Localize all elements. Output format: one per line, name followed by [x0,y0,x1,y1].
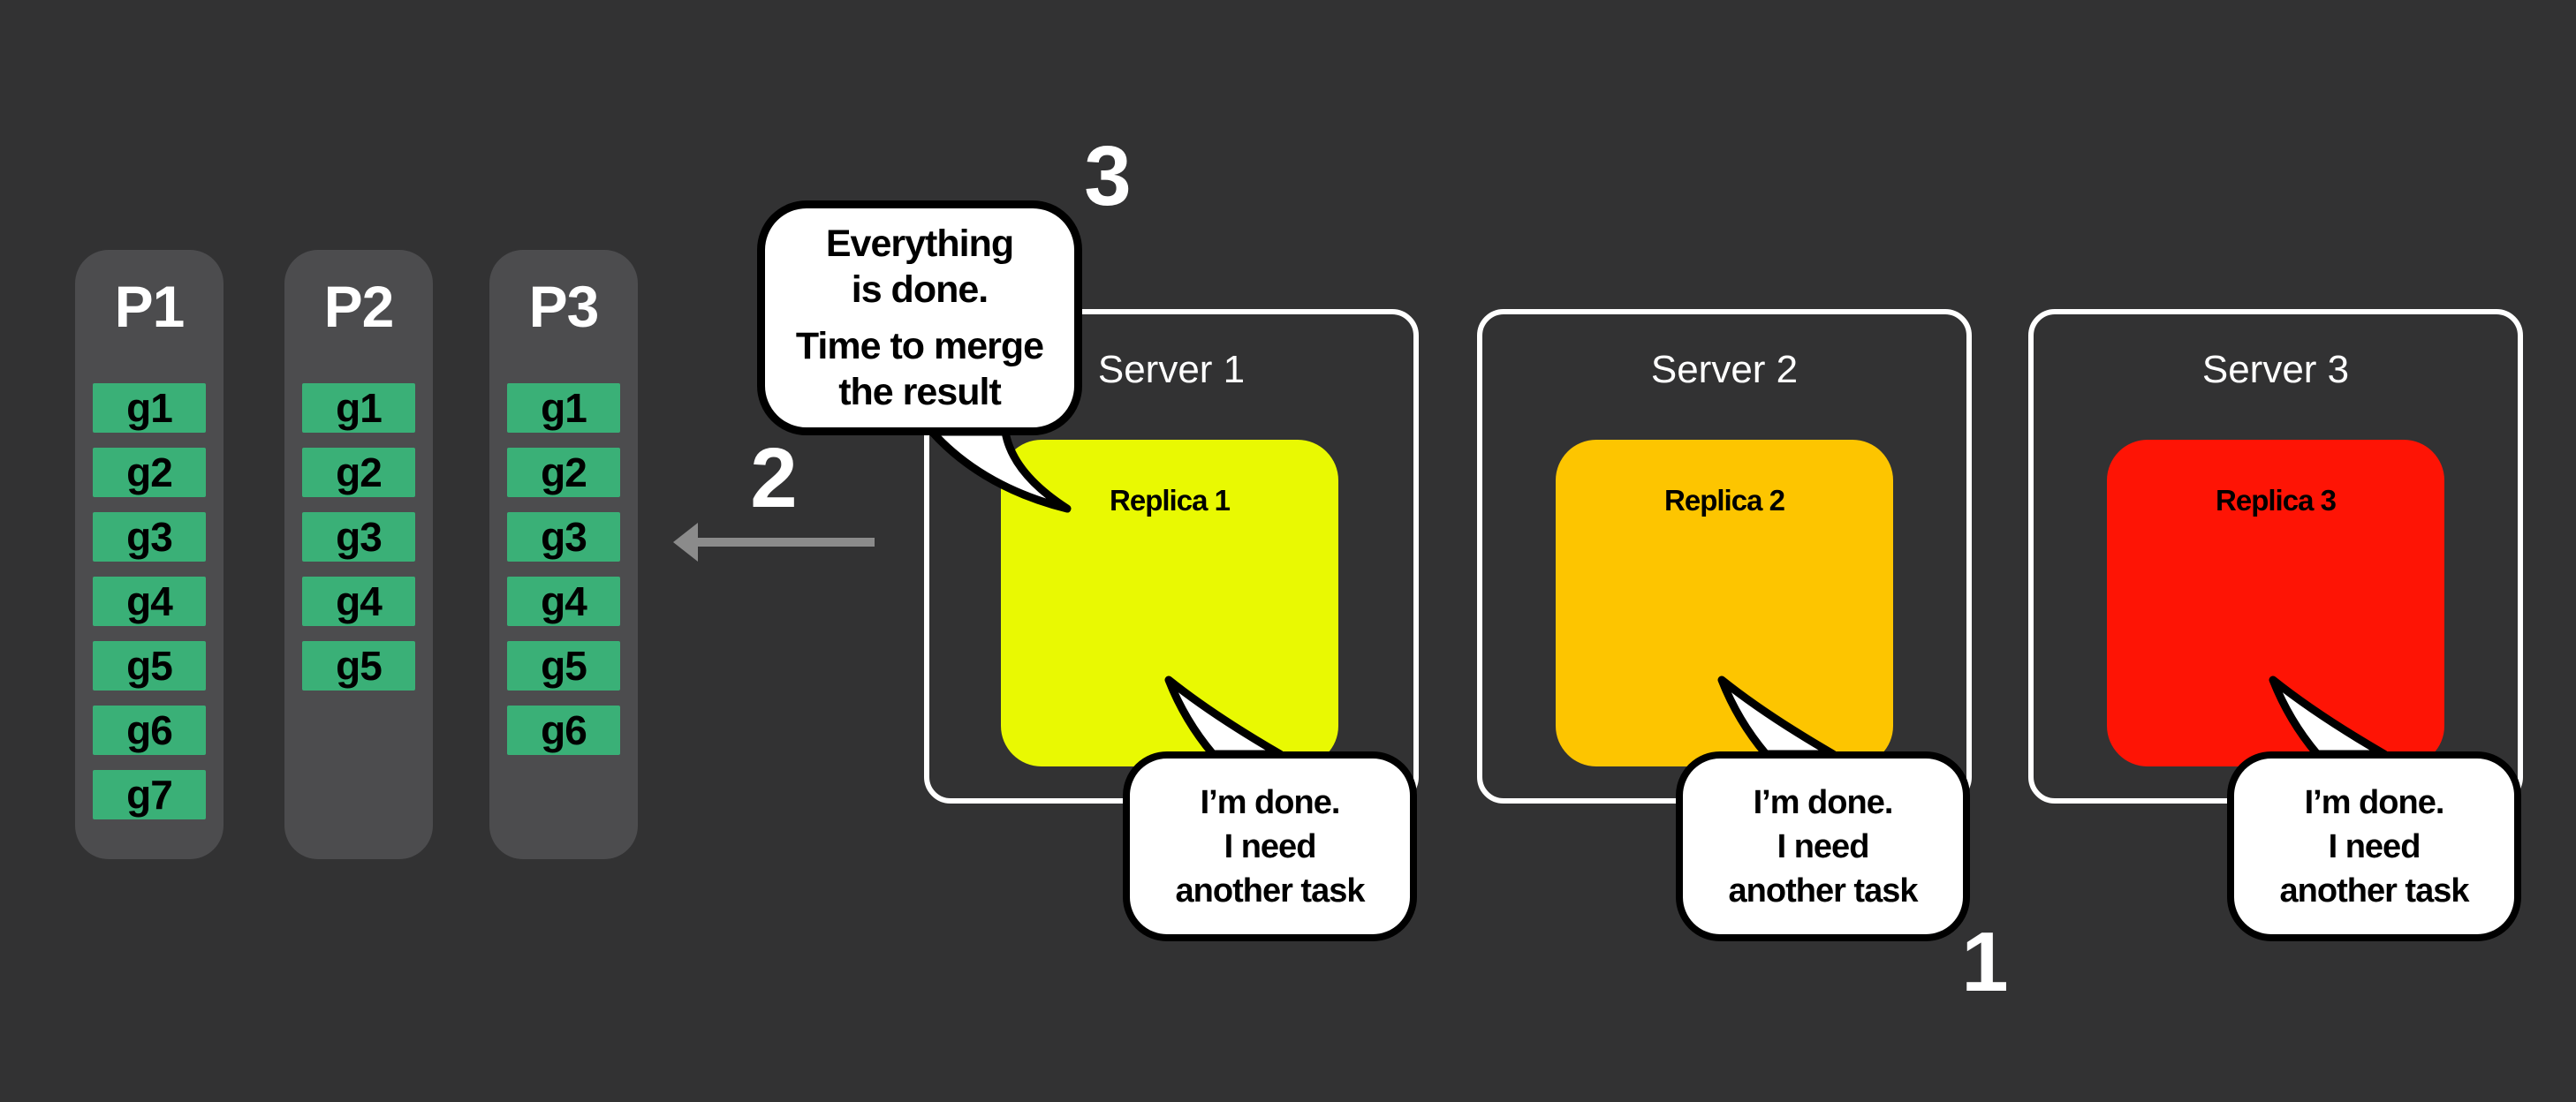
replica-1-box: Replica 1 [1001,440,1338,766]
partition-p1-title: P1 [114,274,186,339]
group-chip: g4 [93,577,206,626]
server-3-done-bubble: I’m done. I need another task [2227,751,2521,941]
partition-p2-title: P2 [323,274,395,339]
server-2-bubble-tail [1717,676,1837,759]
server-2-title: Server 2 [1650,348,1799,391]
bubble-line: I need [1777,827,1870,865]
server-1-title: Server 1 [1097,348,1246,391]
server-3-bubble-tail [2269,676,2389,759]
bubble-line: I need [1224,827,1317,865]
bubble-line: another task [2279,872,2470,910]
partition-p1-groups: g1 g2 g3 g4 g5 g6 g7 [93,383,206,819]
group-chip: g7 [93,770,206,819]
server-3-title: Server 3 [2201,348,2350,391]
bubble-line: the result [838,371,1002,413]
replica-1-title: Replica 1 [1110,484,1231,517]
partition-p2-groups: g1 g2 g3 g4 g5 [302,383,415,691]
group-chip: g4 [302,577,415,626]
group-chip: g6 [93,706,206,755]
partition-p3-title: P3 [528,274,600,339]
bubble-line: Time to merge [795,325,1044,367]
merge-bubble: Everything is done. Time to merge the re… [757,200,1082,435]
partition-p1: P1 g1 g2 g3 g4 g5 g6 g7 [75,250,224,859]
group-chip: g4 [507,577,620,626]
bubble-line: another task [1728,872,1919,910]
group-chip: g1 [302,383,415,433]
group-chip: g5 [302,641,415,691]
partition-p3-groups: g1 g2 g3 g4 g5 g6 [507,383,620,755]
replica-2-title: Replica 2 [1664,484,1785,517]
bubble-line: is done. [851,268,989,311]
partition-p3: P3 g1 g2 g3 g4 g5 g6 [489,250,638,859]
bubble-line: another task [1175,872,1366,910]
group-chip: g3 [302,512,415,562]
group-chip: g2 [93,448,206,497]
bubble-line: I’m done. [1753,783,1894,821]
step-3-label: 3 [1084,129,1132,223]
bubble-line: Everything [825,223,1014,265]
merge-bubble-paragraph: Everything is done. [825,221,1014,313]
group-chip: g5 [93,641,206,691]
group-chip: g6 [507,706,620,755]
step-2-label: 2 [750,431,798,525]
merge-bubble-tail [928,427,1072,513]
group-chip: g3 [93,512,206,562]
group-chip: g3 [507,512,620,562]
server-1-done-bubble: I’m done. I need another task [1123,751,1417,941]
bubble-line: I need [2328,827,2421,865]
replica-3-title: Replica 3 [2216,484,2337,517]
server-1-bubble-tail [1164,676,1284,759]
replica-3-box: Replica 3 [2107,440,2444,766]
merge-bubble-paragraph: Time to merge the result [795,323,1044,415]
partition-p2: P2 g1 g2 g3 g4 g5 [284,250,433,859]
bubble-line: I’m done. [1200,783,1341,821]
replica-2-box: Replica 2 [1556,440,1893,766]
group-chip: g2 [302,448,415,497]
group-chip: g5 [507,641,620,691]
group-chip: g2 [507,448,620,497]
bubble-line: I’m done. [2304,783,2445,821]
merge-arrow-icon [673,523,875,562]
step-1-label: 1 [1961,915,2009,1009]
group-chip: g1 [507,383,620,433]
group-chip: g1 [93,383,206,433]
server-2-done-bubble: I’m done. I need another task [1676,751,1970,941]
